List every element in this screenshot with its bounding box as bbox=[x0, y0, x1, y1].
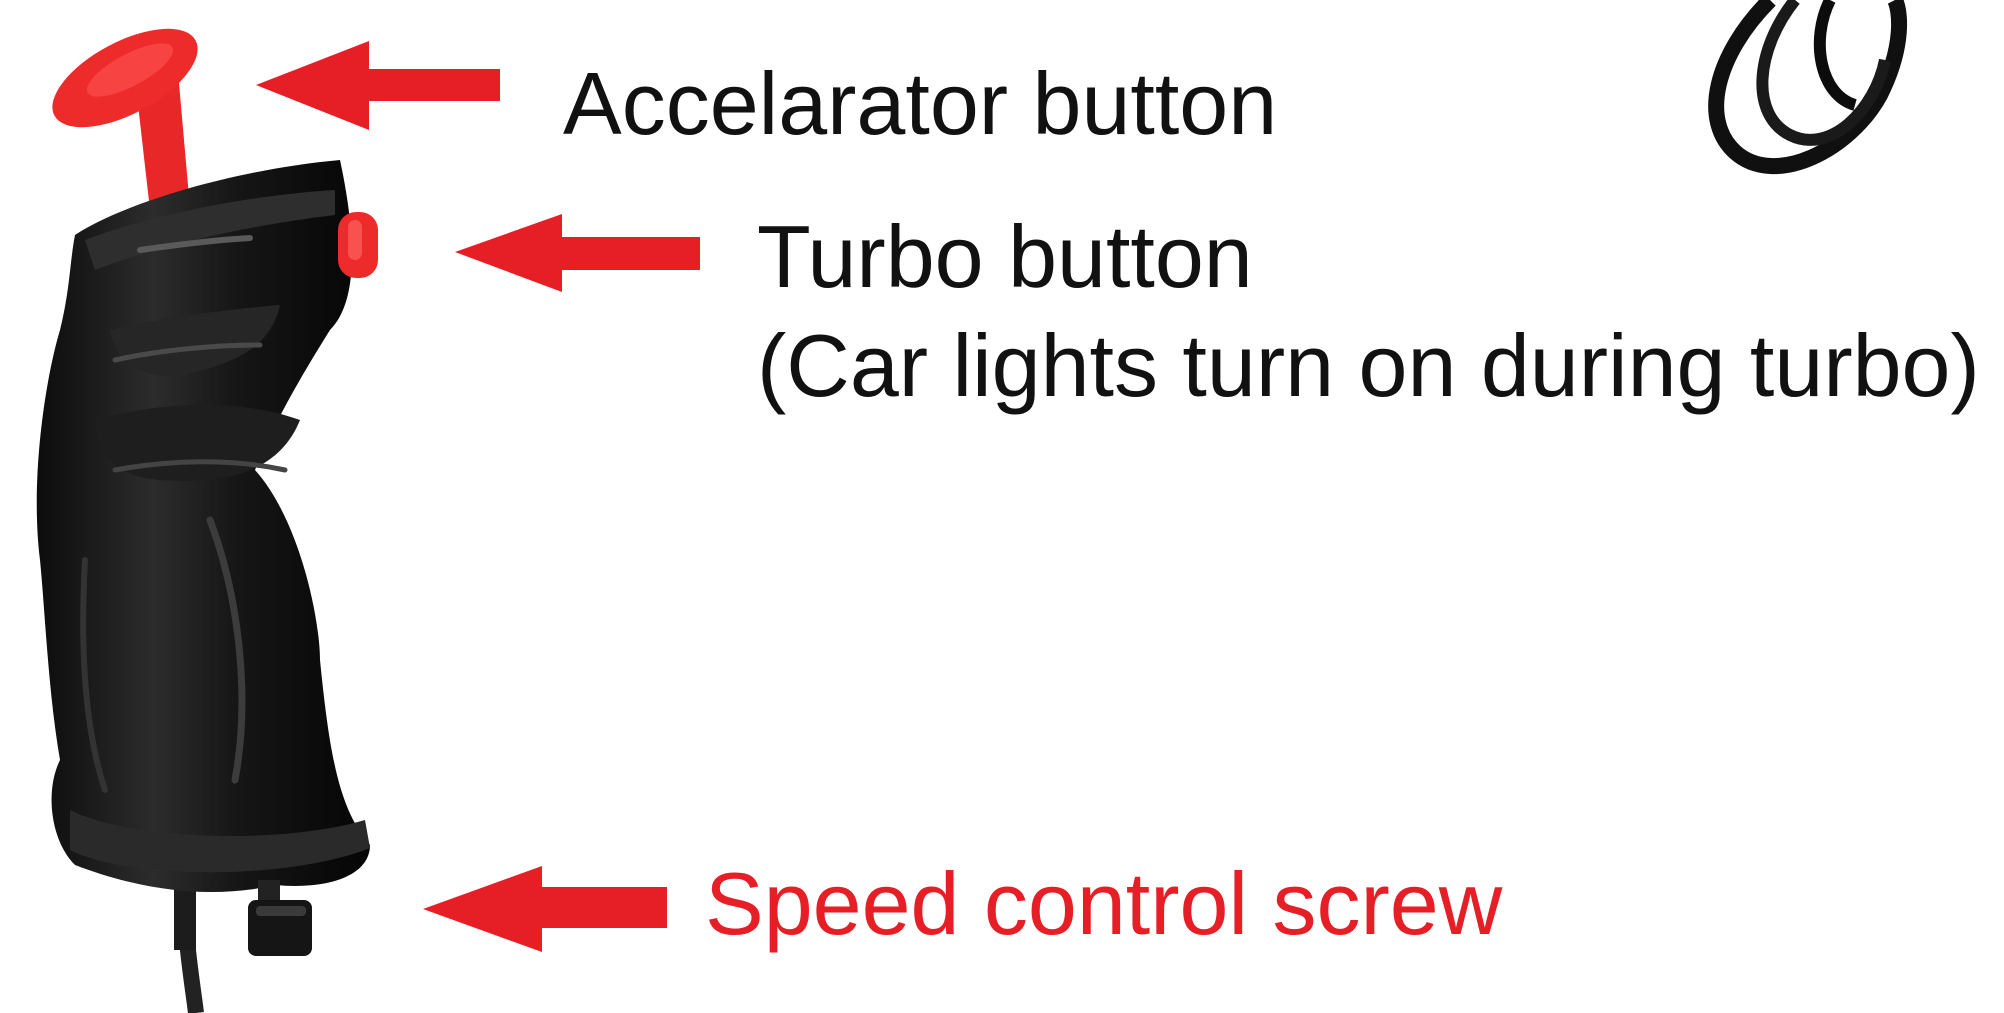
turbo-arrow-icon bbox=[455, 214, 700, 292]
speed-control-screw-label: Speed control screw bbox=[705, 854, 1503, 953]
turbo-button bbox=[338, 212, 378, 278]
accelerator-button bbox=[52, 28, 198, 210]
accelerator-arrow-icon bbox=[256, 41, 500, 130]
turbo-note-label: (Car lights turn on during turbo) bbox=[757, 316, 1980, 415]
speed-control-screw bbox=[248, 880, 312, 956]
hand-controller-icon bbox=[36, 28, 378, 1013]
turbo-button-label: Turbo button bbox=[757, 207, 1253, 306]
accelerator-button-label: Accelarator button bbox=[563, 54, 1278, 153]
speed-screw-arrow-icon bbox=[423, 866, 667, 952]
cable-coil-icon bbox=[1708, 0, 1908, 175]
cable-strain-relief bbox=[174, 880, 196, 950]
controller-grip bbox=[36, 160, 371, 893]
